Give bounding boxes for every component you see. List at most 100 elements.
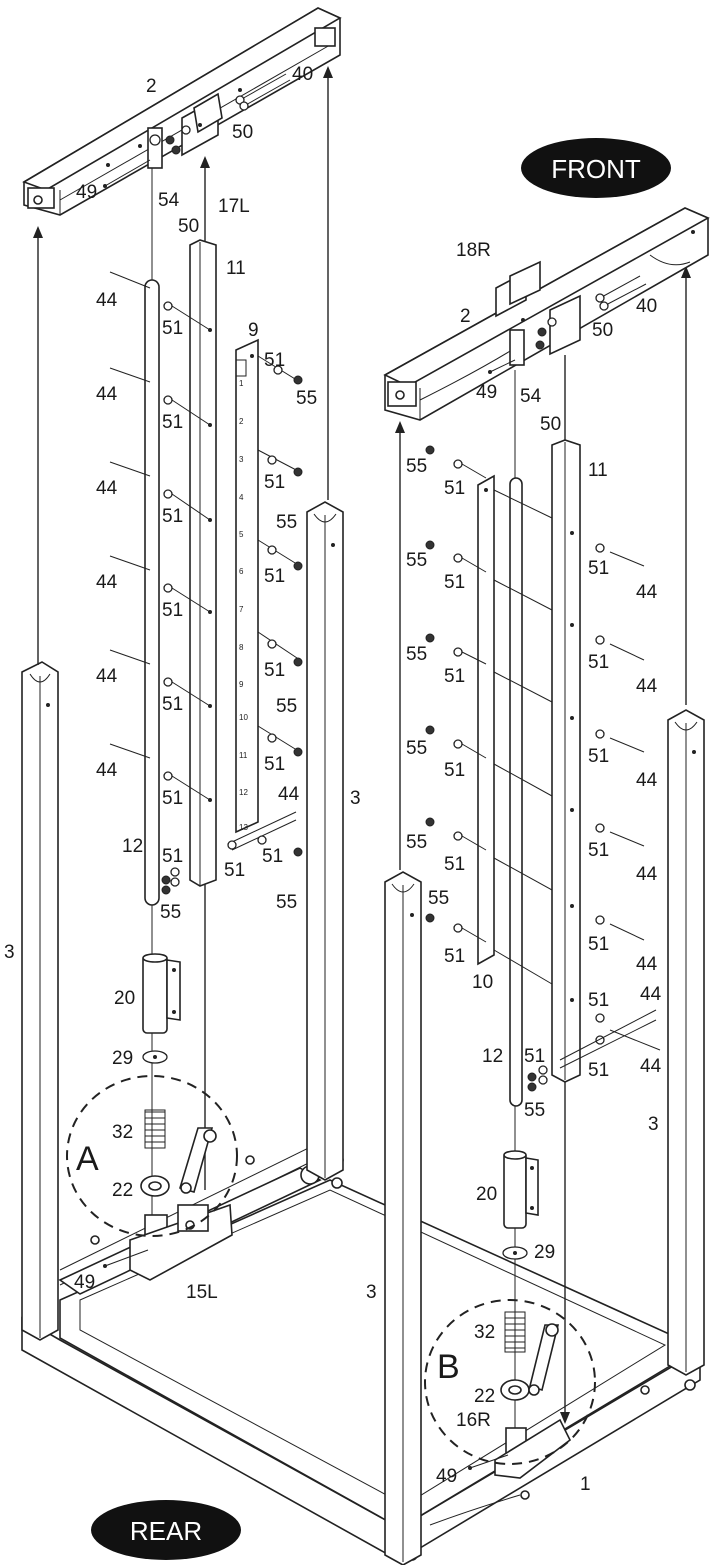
part-label: 55 (276, 696, 297, 717)
part-label: 50 (540, 414, 561, 435)
upright-left (21, 661, 59, 1341)
part-label: 44 (96, 572, 118, 593)
plate-number: 3 (239, 455, 244, 464)
part-label: 55 (406, 550, 427, 571)
part-label: 51 (444, 946, 465, 967)
right-guide-tube (551, 439, 581, 1083)
part-label: 54 (520, 386, 542, 407)
part-label: 44 (96, 760, 118, 781)
part-label: 51 (262, 846, 283, 867)
part-label: 20 (114, 988, 135, 1009)
left-part-labels: 2 40 50 17L 54 50 49 11 9 12 44 44 44 44… (74, 64, 317, 1303)
detail-circle-a (66, 1075, 238, 1237)
front-label: FRONT (551, 154, 641, 184)
part-label: 51 (588, 840, 609, 861)
part-label: 51 (162, 506, 183, 527)
part-label: 2 (146, 76, 157, 97)
part-label: 55 (406, 832, 427, 853)
part-label: 22 (112, 1180, 133, 1201)
part-label: 55 (406, 738, 427, 759)
part-label: 12 (482, 1046, 503, 1067)
right-weight-plate (477, 474, 495, 966)
part-label: 51 (588, 558, 609, 579)
part-label: 44 (96, 478, 118, 499)
part-label: 51 (162, 694, 183, 715)
part-label: 51 (224, 860, 245, 881)
right-fasteners (425, 445, 661, 1092)
part-label: 44 (636, 864, 658, 885)
part-label: 51 (444, 854, 465, 875)
front-badge: FRONT (521, 138, 671, 198)
part-label: 44 (636, 770, 658, 791)
plate-number: 7 (239, 605, 244, 614)
part-label: 16R (456, 1410, 491, 1431)
plate-number: 11 (239, 751, 248, 760)
part-label: 40 (292, 64, 313, 85)
part-label: 44 (96, 384, 118, 405)
part-label: 51 (444, 478, 465, 499)
part-label: 51 (162, 788, 183, 809)
plate-number: 12 (239, 788, 248, 797)
part-label: 44 (96, 290, 118, 311)
part-label: 2 (460, 306, 471, 327)
plate-number: 8 (239, 643, 244, 652)
left-weight-plate: 1 2 3 4 5 6 7 8 9 10 11 12 13 (235, 338, 259, 834)
part-label: 49 (436, 1466, 457, 1487)
part-label: 55 (276, 892, 297, 913)
part-label: 44 (640, 1056, 662, 1077)
part-label: 17L (218, 196, 250, 217)
part-label: 49 (76, 182, 97, 203)
plate-number: 2 (239, 417, 244, 426)
part-label: 51 (444, 666, 465, 687)
part-label: 51 (162, 600, 183, 621)
part-label: 51 (588, 934, 609, 955)
part-label: 49 (74, 1272, 95, 1293)
detail-a-label: A (76, 1140, 99, 1178)
part-label: 51 (444, 572, 465, 593)
part-label: 51 (524, 1046, 545, 1067)
part-label: 55 (296, 388, 317, 409)
part-label: 11 (588, 460, 608, 481)
plate-number: 10 (239, 713, 248, 722)
part-label: 29 (112, 1048, 133, 1069)
part-label: 44 (636, 676, 658, 697)
part-label: 44 (278, 784, 300, 805)
part-label: 51 (264, 350, 285, 371)
part-label: 15L (186, 1282, 218, 1303)
part-label: 3 (648, 1114, 659, 1135)
part-label: 32 (474, 1322, 495, 1343)
detail-b-label: B (437, 1348, 460, 1386)
left-top-frame (22, 7, 342, 216)
part-label: 10 (472, 972, 493, 993)
part-label: 51 (588, 1060, 609, 1081)
part-label: 44 (96, 666, 118, 687)
right-top-frame (383, 207, 710, 421)
part-label: 51 (264, 660, 285, 681)
part-label: 49 (476, 382, 497, 403)
part-label: 44 (640, 984, 662, 1005)
part-label: 50 (178, 216, 199, 237)
part-label: 55 (406, 456, 427, 477)
plate-number: 5 (239, 530, 244, 539)
part-label: 9 (248, 320, 259, 341)
part-label: 51 (444, 760, 465, 781)
left-guide-tube (189, 239, 217, 887)
part-label: 55 (524, 1100, 545, 1121)
plate-number: 6 (239, 567, 244, 576)
rear-label: REAR (130, 1516, 202, 1546)
part-label: 51 (162, 412, 183, 433)
part-label: 3 (366, 1282, 377, 1303)
part-label: 29 (534, 1242, 555, 1263)
left-rod (144, 279, 160, 906)
part-label: 44 (636, 954, 658, 975)
part-label: 55 (406, 644, 427, 665)
part-label: 54 (158, 190, 180, 211)
part-label: 11 (226, 258, 246, 279)
right-rod (509, 477, 523, 1107)
part-label: 12 (122, 836, 143, 857)
part-label: 51 (264, 472, 285, 493)
part-label: 51 (162, 318, 183, 339)
part-label: 51 (588, 746, 609, 767)
part-label: 51 (588, 652, 609, 673)
